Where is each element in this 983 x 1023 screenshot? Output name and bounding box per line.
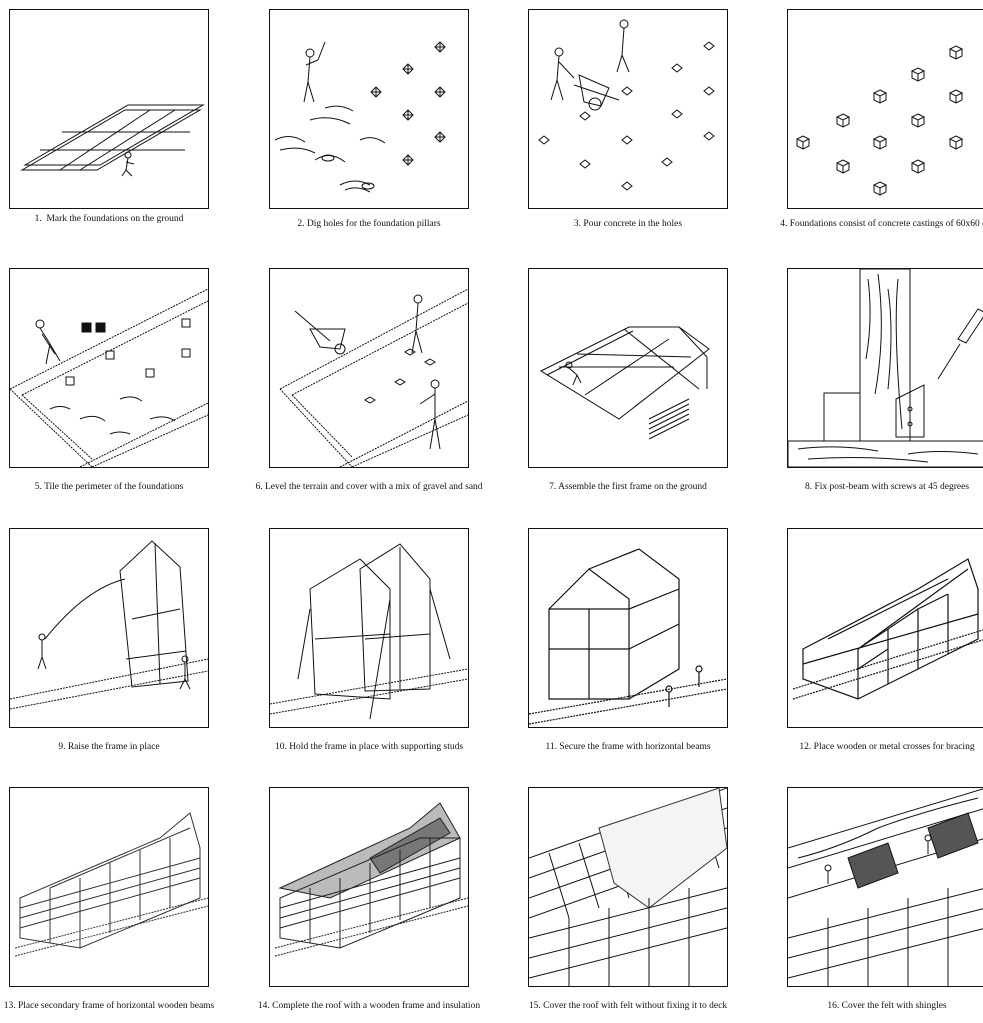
step-10-caption: 10. Hold the frame in place with support… [255,742,483,753]
step-3-caption: 3. Pour concrete in the holes [514,219,742,230]
step-15-caption: 15. Cover the roof with felt without fix… [514,1001,742,1012]
wheelbarrow-icon [295,311,345,354]
framed-structure [549,549,679,699]
gravel-bed [280,289,468,467]
step-5-caption: 5. Tile the perimeter of the foundations [0,482,223,493]
structure-body [788,888,983,986]
step-1-illustration [9,9,209,209]
gravel-bed [529,679,727,724]
tiled-perimeter [10,289,208,467]
step-7-illustration [528,268,728,468]
step-7-caption: 7. Assemble the first frame on the groun… [514,482,742,493]
worker-figure [566,362,581,385]
step-8-illustration [787,268,983,468]
worker-figure [412,295,440,449]
gravel-bed [10,659,208,709]
foundation-holes [539,42,714,190]
step-1-caption: 1. Mark the foundations on the ground [0,214,223,225]
step-9-illustration [9,528,209,728]
gravel-bed [270,669,468,714]
screwdriver-icon [938,309,983,379]
step-6-caption: 6. Level the terrain and cover with a mi… [255,482,483,493]
frames-upright [310,544,430,699]
step-2-illustration [269,9,469,209]
step-11-caption: 11. Secure the frame with horizontal bea… [514,742,742,753]
support-block [824,393,860,441]
step-4-caption: 4. Foundations consist of concrete casti… [773,219,983,230]
worker-figure [122,152,134,176]
worker-figure [304,42,325,102]
supporting-studs [298,589,450,719]
foundation-layout-grid [22,105,203,170]
step-5-illustration [9,268,209,468]
dug-holes [275,106,385,192]
worker-figure [38,634,190,689]
wheelbarrow-icon [574,75,619,110]
step-6-illustration [269,268,469,468]
worker-figure [36,320,60,364]
step-4-illustration [787,9,983,209]
step-14-caption: 14. Complete the roof with a wooden fram… [255,1001,483,1012]
step-2-caption: 2. Dig holes for the foundation pillars [255,219,483,230]
step-12-illustration [787,528,983,728]
concrete-castings [797,46,962,195]
wooden-post [860,269,910,441]
step-8-caption: 8. Fix post-beam with screws at 45 degre… [773,482,983,493]
structure-body [529,888,727,986]
step-13-illustration [9,787,209,987]
step-15-illustration [528,787,728,987]
step-12-caption: 12. Place wooden or metal crosses for br… [773,742,983,753]
roofing-felt [599,788,727,908]
secondary-frame [20,813,200,948]
step-10-illustration [269,528,469,728]
step-11-illustration [528,528,728,728]
rope [45,579,125,639]
foundation-marks [371,42,445,165]
house-frame-on-ground [541,327,709,419]
step-16-illustration [787,787,983,987]
wooden-beam [788,441,983,467]
step-3-illustration [528,9,728,209]
step-13-caption: 13. Place secondary frame of horizontal … [0,1001,223,1012]
step-9-caption: 9. Raise the frame in place [0,742,223,753]
step-16-caption: 16. Cover the felt with shingles [773,1001,983,1012]
lumber-stack [649,399,689,439]
step-14-illustration [269,787,469,987]
worker-figure [551,20,629,100]
